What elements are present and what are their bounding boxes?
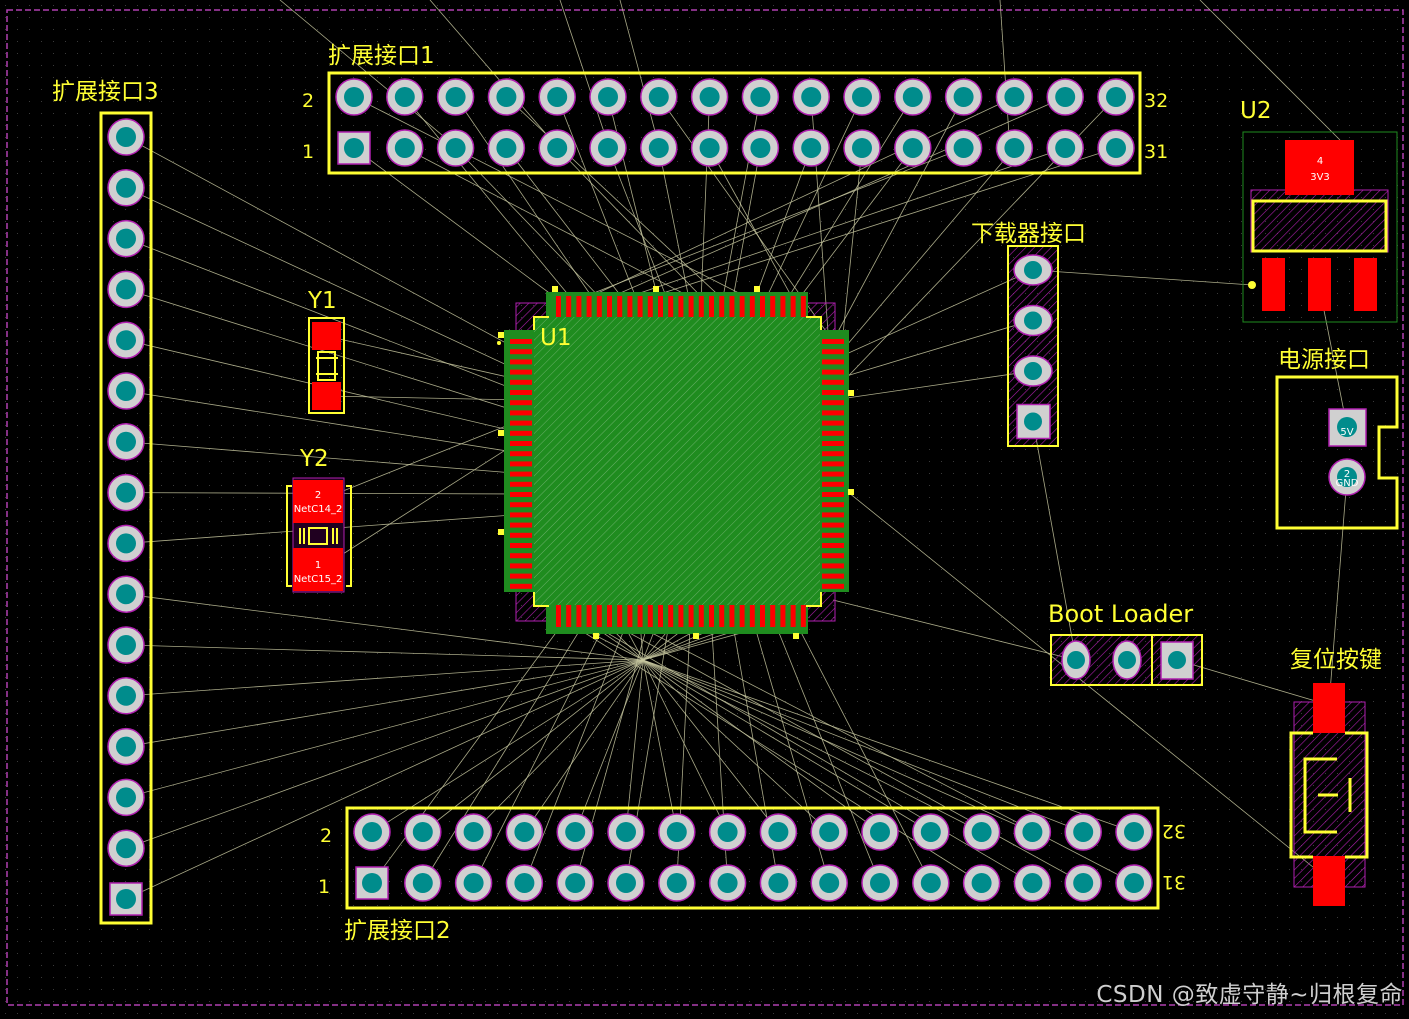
u1-body [534, 317, 820, 605]
y2-pad-1-net: NetC15_2 [294, 574, 343, 585]
ext1-pin-31: 31 [1144, 141, 1168, 163]
u2-pad-2 [1308, 258, 1331, 311]
downloader-header[interactable] [1007, 245, 1059, 447]
ext1-pin-2: 2 [302, 90, 314, 112]
u1-pins [498, 286, 854, 639]
ext1-pin-1: 1 [302, 141, 314, 163]
header-ext2[interactable] [345, 806, 1160, 910]
power-pad-2-net: GND [1336, 478, 1359, 489]
reset-pad-1 [1313, 683, 1345, 733]
label-ext2: 扩展接口2 [344, 918, 451, 944]
y2-pad-1 [293, 548, 343, 591]
header-ext1-pads [335, 78, 1135, 167]
reset-pad-2 [1313, 856, 1345, 906]
crystal-y1[interactable] [308, 317, 345, 414]
header-ext1-outline [327, 71, 1142, 175]
u2-pad-4-net: 3V3 [1310, 172, 1330, 183]
header-ext2-outline [345, 806, 1160, 910]
bootloader-jumper[interactable] [1050, 634, 1203, 686]
power-pad-1 [1328, 408, 1367, 447]
ext1-pin-32: 32 [1144, 90, 1168, 112]
power-outline [1275, 375, 1399, 530]
watermark: CSDN @致虚守静~归根复命 [1096, 982, 1403, 1008]
y2-pad-2-num: 2 [315, 490, 321, 501]
y2-pad-1-num: 1 [315, 560, 321, 571]
u2-pad-1 [1262, 258, 1285, 311]
label-y1: Y1 [307, 288, 337, 314]
y1-body-mark [317, 351, 336, 381]
crystal-y2[interactable]: 2 NetC14_2 1 NetC15_2 [286, 477, 352, 593]
power-pad-2-num: 2 [1344, 469, 1350, 480]
label-reset: 复位按键 [1290, 647, 1382, 673]
reset-button[interactable] [1289, 683, 1369, 906]
header-ext3[interactable] [99, 111, 153, 925]
y2-pad-2-net: NetC14_2 [294, 504, 343, 515]
regulator-u2[interactable]: 4 3V3 [1242, 131, 1398, 323]
y1-pad-bottom [312, 382, 341, 410]
u2-pad-4-num: 4 [1317, 156, 1323, 167]
ext2-pin-1: 1 [318, 876, 330, 898]
u2-pad-4 [1285, 140, 1354, 195]
label-power: 电源接口 [1278, 347, 1370, 373]
y1-outline [308, 317, 345, 414]
ext2-pin-32: 32 [1162, 820, 1186, 842]
u2-courtyard [1242, 131, 1398, 323]
power-connector[interactable]: 5V 2 GND [1275, 375, 1399, 530]
label-ext3: 扩展接口3 [52, 79, 159, 105]
board-outline [6, 9, 1404, 1006]
chip-u1[interactable] [497, 286, 854, 639]
y1-pad-top [312, 322, 341, 350]
label-ext1: 扩展接口1 [328, 43, 435, 69]
label-bootloader: Boot Loader [1048, 600, 1193, 628]
ext2-pin-31: 31 [1162, 871, 1186, 893]
label-y2: Y2 [299, 446, 329, 472]
u2-outline [1251, 199, 1388, 253]
label-downloader: 下载器接口 [971, 221, 1086, 247]
y2-pad-2 [293, 480, 343, 523]
header-ext3-outline [99, 111, 153, 925]
label-u2: U2 [1240, 98, 1271, 124]
ext2-pin-2: 2 [320, 825, 332, 847]
header-ext3-pads [107, 118, 145, 916]
power-pad-1-net: 5V [1340, 427, 1353, 438]
u2-pad-3 [1354, 258, 1377, 311]
label-u1: U1 [540, 325, 571, 351]
header-ext1[interactable] [327, 71, 1142, 175]
header-ext2-pads [353, 813, 1153, 902]
